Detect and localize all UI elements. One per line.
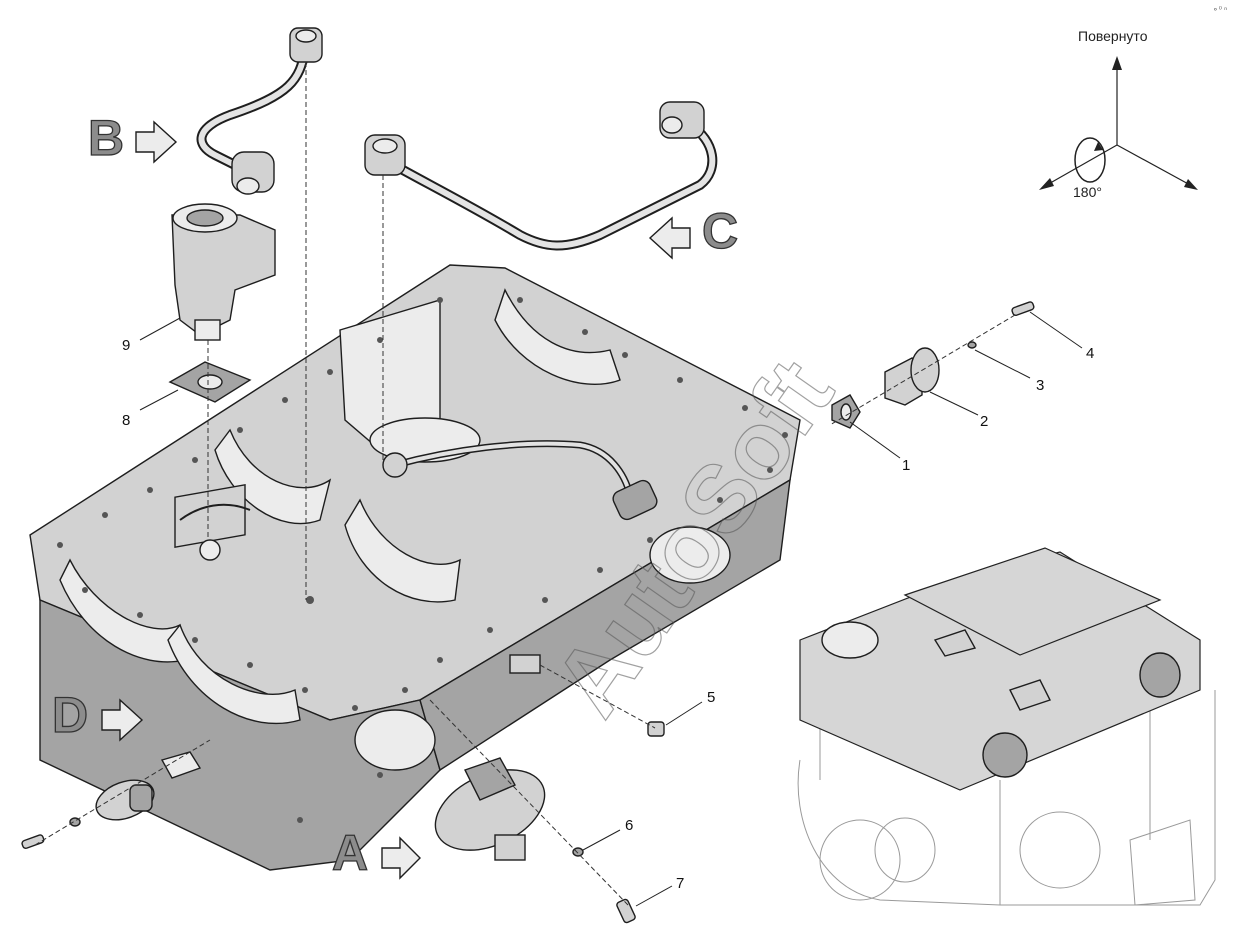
- callout-7: 7: [676, 875, 684, 892]
- part-5-plug: [647, 721, 665, 737]
- orientation-indicator: Повернуто 180°: [1039, 28, 1198, 200]
- callouts: 1 2 3 4 5 6 7 8 9: [122, 337, 1094, 892]
- arrow-right-down-icon: [1184, 179, 1198, 190]
- pipe-b: [196, 27, 323, 195]
- view-label-b: B: [88, 110, 124, 166]
- view-label-d: D: [52, 687, 88, 743]
- part-6-washer: [572, 847, 584, 857]
- callout-9: 9: [122, 337, 130, 354]
- callout-2: 2: [980, 413, 988, 430]
- callout-5: 5: [707, 689, 715, 706]
- view-markers: A B C D: [51, 109, 738, 881]
- callout-4: 4: [1086, 345, 1094, 362]
- rotation-icon: [1074, 137, 1106, 183]
- part-8-gasket: [168, 361, 252, 403]
- arrow-right-icon: [101, 698, 144, 742]
- orientation-label: Повернуто: [1078, 28, 1148, 44]
- part-a-cover: [434, 757, 546, 861]
- part-9-valve: [171, 203, 276, 341]
- arrow-up-icon: [1112, 56, 1122, 70]
- arrow-left-icon: [648, 216, 691, 260]
- view-label-a: A: [332, 825, 368, 881]
- reference-engine-thumbnail: [797, 547, 1216, 906]
- callout-3: 3: [1036, 377, 1044, 394]
- rotation-angle: 180°: [1073, 184, 1102, 200]
- part-7-bolt: [616, 898, 636, 924]
- part-d-cluster: [21, 751, 202, 850]
- arrow-right-icon: [381, 836, 421, 880]
- arrow-right-icon: [135, 120, 178, 164]
- corner-mark: ⚬⁰ ⁿ: [1212, 5, 1227, 14]
- callout-8: 8: [122, 412, 130, 429]
- arrow-left-down-icon: [1039, 178, 1054, 190]
- callout-6: 6: [625, 817, 633, 834]
- callout-1: 1: [902, 457, 910, 474]
- pipe-c: [364, 101, 718, 251]
- view-label-c: C: [702, 203, 738, 259]
- main-housing: [29, 264, 801, 871]
- leader-lines: [139, 311, 1083, 907]
- assembly-lines: [34, 62, 1016, 906]
